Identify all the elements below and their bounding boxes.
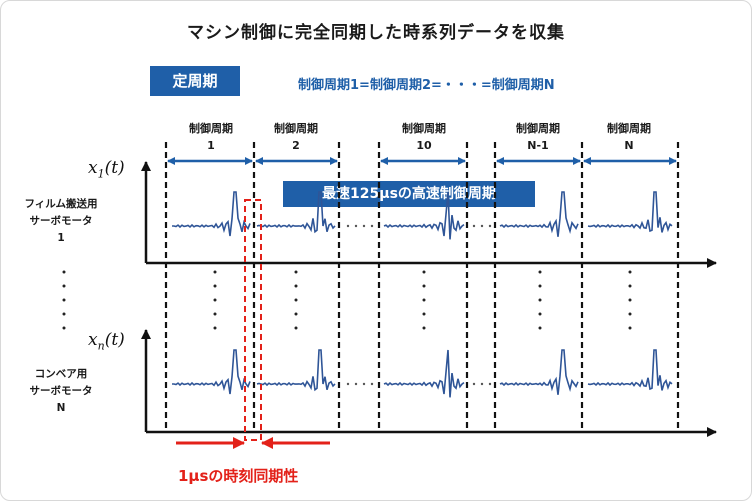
- vertical-dot: [213, 284, 217, 288]
- signal-wave: [383, 349, 465, 398]
- period-boundaries: [164, 142, 680, 432]
- vertical-dot: [538, 298, 542, 302]
- waveforms: [172, 191, 673, 398]
- ellipsis-dot: [480, 382, 484, 386]
- vertical-dot: [628, 298, 632, 302]
- signal-wave: [172, 349, 251, 395]
- vertical-dot: [294, 326, 298, 330]
- ellipsis-dot: [362, 382, 366, 386]
- signal-wave: [499, 349, 579, 395]
- vertical-dot: [538, 326, 542, 330]
- signal-wave: [256, 191, 336, 234]
- vertical-dot: [213, 270, 217, 274]
- diagram-title: マシン制御に完全同期した時系列データを収集: [187, 23, 565, 43]
- vertical-dot: [213, 326, 217, 330]
- sync-accuracy-label: 1µsの時刻同期性: [178, 467, 299, 485]
- vertical-dot: [294, 312, 298, 316]
- vertical-dot: [422, 284, 426, 288]
- axis-var-xn: xn(t): [88, 330, 125, 353]
- ellipsis-dot: [362, 224, 366, 228]
- ellipsis-dot: [472, 382, 476, 386]
- vertical-dot: [294, 298, 298, 302]
- vertical-dot: [538, 270, 542, 274]
- signal-wave: [383, 191, 465, 240]
- horizontal-ellipsis: [346, 224, 492, 386]
- vertical-dot: [62, 284, 66, 288]
- signal-wave: [587, 349, 673, 391]
- vertical-dot: [538, 312, 542, 316]
- ellipsis-dot: [346, 224, 350, 228]
- sync-dashed-box: [244, 199, 262, 441]
- vertical-dot: [628, 326, 632, 330]
- ellipsis-dot: [370, 224, 374, 228]
- fixed-cycle-tag: 定周期: [150, 66, 240, 96]
- vertical-dot: [628, 270, 632, 274]
- ellipsis-dot: [488, 382, 492, 386]
- vertical-dot: [62, 326, 66, 330]
- vertical-dot: [62, 270, 66, 274]
- vertical-dot: [294, 284, 298, 288]
- vertical-dot: [422, 270, 426, 274]
- ellipsis-dot: [480, 224, 484, 228]
- ellipsis-dot: [488, 224, 492, 228]
- signal-wave: [172, 191, 251, 237]
- vertical-dot: [213, 312, 217, 316]
- vertical-dot: [62, 298, 66, 302]
- ellipsis-dot: [346, 382, 350, 386]
- axes: [141, 161, 717, 437]
- axis-var-x1: x1(t): [88, 158, 125, 181]
- vertical-dot: [628, 312, 632, 316]
- vertical-dot: [538, 284, 542, 288]
- ellipsis-dot: [472, 224, 476, 228]
- ellipsis-dot: [354, 224, 358, 228]
- ellipsis-dot: [370, 382, 374, 386]
- signal-wave: [499, 191, 579, 237]
- sync-highlight: [176, 199, 330, 449]
- vertical-dot: [62, 312, 66, 316]
- cycle-formula: 制御周期1=制御周期2=・・・=制御周期N: [298, 78, 555, 93]
- vertical-dot: [213, 298, 217, 302]
- vertical-ellipsis: [62, 270, 632, 330]
- fast-cycle-banner: 最速125µsの高速制御周期: [283, 181, 535, 207]
- vertical-dot: [628, 284, 632, 288]
- signal-wave: [587, 191, 673, 233]
- vertical-dot: [422, 326, 426, 330]
- vertical-dot: [422, 298, 426, 302]
- vertical-dot: [294, 270, 298, 274]
- vertical-dot: [422, 312, 426, 316]
- ellipsis-dot: [354, 382, 358, 386]
- signal-wave: [256, 349, 336, 392]
